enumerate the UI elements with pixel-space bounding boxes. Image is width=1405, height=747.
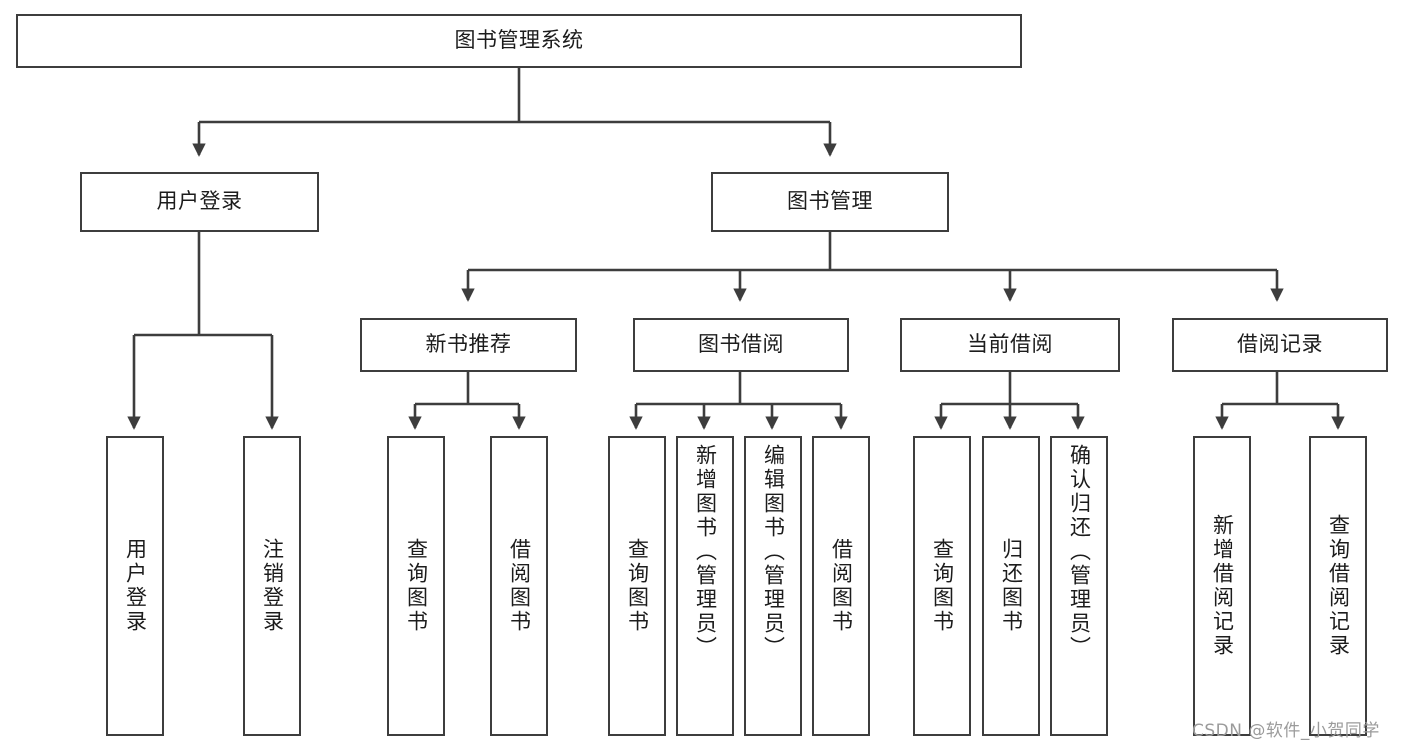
node-root[interactable]: 图书管理系统 [16, 14, 1022, 68]
node-leaf-confirm-return-label: 确认归还（管理员） [1067, 444, 1092, 660]
node-leaf-borrow-book-2[interactable]: 借阅图书 [812, 436, 870, 736]
node-leaf-logout-label: 注销登录 [260, 538, 285, 634]
node-user-login[interactable]: 用户登录 [80, 172, 319, 232]
node-leaf-add-record[interactable]: 新增借阅记录 [1193, 436, 1251, 736]
node-leaf-query-book-1[interactable]: 查询图书 [387, 436, 445, 736]
node-leaf-borrow-book-2-label: 借阅图书 [829, 538, 854, 634]
node-leaf-query-book-3[interactable]: 查询图书 [913, 436, 971, 736]
node-user-login-label: 用户登录 [156, 189, 243, 214]
node-leaf-add-book-label: 新增图书（管理员） [693, 444, 718, 660]
node-leaf-borrow-book-1-label: 借阅图书 [507, 538, 532, 634]
node-leaf-add-record-label: 新增借阅记录 [1210, 514, 1235, 658]
node-leaf-logout[interactable]: 注销登录 [243, 436, 301, 736]
node-leaf-borrow-book-1[interactable]: 借阅图书 [490, 436, 548, 736]
node-leaf-query-record[interactable]: 查询借阅记录 [1309, 436, 1367, 736]
node-leaf-query-book-2-label: 查询图书 [625, 538, 650, 634]
node-leaf-edit-book[interactable]: 编辑图书（管理员） [744, 436, 802, 736]
csdn-watermark: CSDN @软件_小贺同学 [1192, 721, 1380, 741]
node-leaf-query-book-1-label: 查询图书 [404, 538, 429, 634]
node-leaf-edit-book-label: 编辑图书（管理员） [761, 444, 786, 660]
node-new-book-rec-label: 新书推荐 [425, 332, 512, 357]
node-current-borrow-label: 当前借阅 [967, 332, 1053, 357]
node-leaf-add-book[interactable]: 新增图书（管理员） [676, 436, 734, 736]
node-leaf-return-book-label: 归还图书 [999, 538, 1024, 634]
node-leaf-query-book-2[interactable]: 查询图书 [608, 436, 666, 736]
node-current-borrow[interactable]: 当前借阅 [900, 318, 1120, 372]
node-book-borrow[interactable]: 图书借阅 [633, 318, 849, 372]
node-book-manage-label: 图书管理 [787, 189, 873, 214]
node-leaf-user-login[interactable]: 用户登录 [106, 436, 164, 736]
node-borrow-record[interactable]: 借阅记录 [1172, 318, 1388, 372]
node-new-book-rec[interactable]: 新书推荐 [360, 318, 577, 372]
node-leaf-user-login-label: 用户登录 [123, 538, 148, 634]
node-borrow-record-label: 借阅记录 [1237, 332, 1323, 357]
node-leaf-query-book-3-label: 查询图书 [930, 538, 955, 634]
node-root-label: 图书管理系统 [454, 28, 584, 53]
node-leaf-confirm-return[interactable]: 确认归还（管理员） [1050, 436, 1108, 736]
node-leaf-return-book[interactable]: 归还图书 [982, 436, 1040, 736]
node-leaf-query-record-label: 查询借阅记录 [1326, 514, 1351, 658]
node-book-borrow-label: 图书借阅 [698, 332, 784, 357]
node-book-manage[interactable]: 图书管理 [711, 172, 949, 232]
